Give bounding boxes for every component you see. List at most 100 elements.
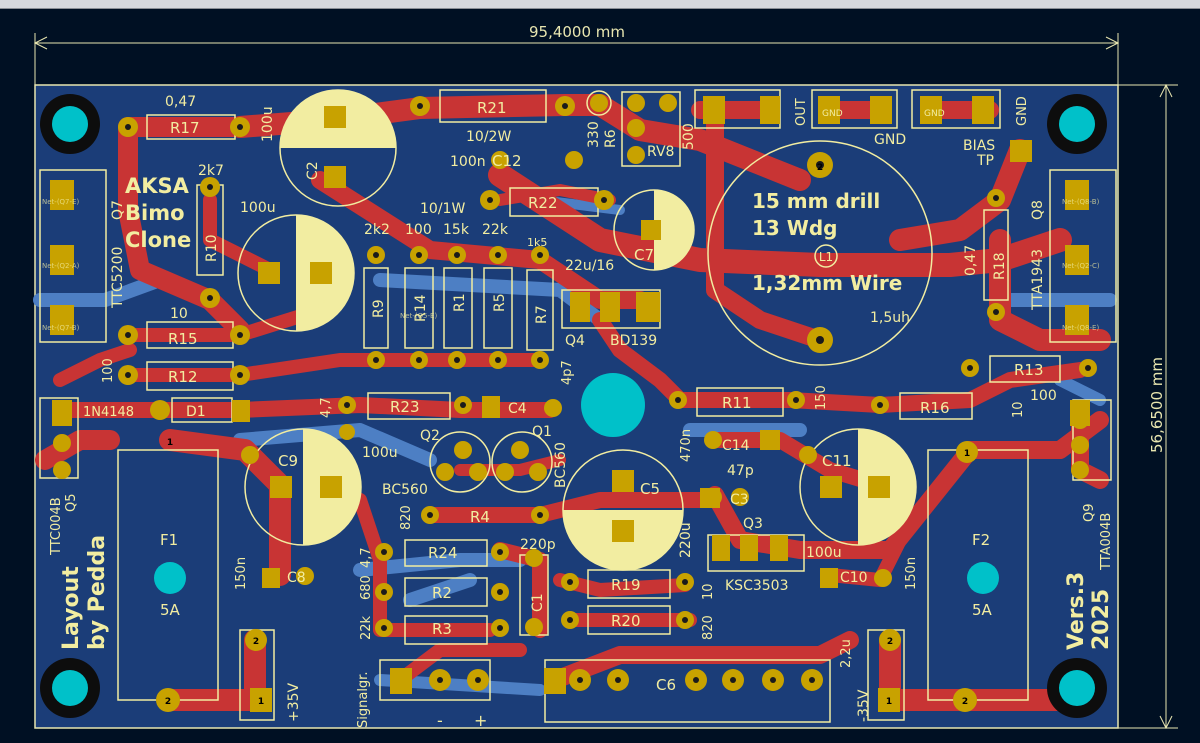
label: 1k5 — [527, 236, 547, 249]
author-block: Layout by Pedda — [59, 535, 110, 650]
label: 0,47 — [963, 245, 979, 276]
title-line3: Clone — [125, 228, 191, 252]
width-label: 95,4000 mm — [529, 23, 625, 41]
label: 2,2u — [839, 639, 854, 668]
label: R7 — [534, 305, 550, 324]
label: 100u — [806, 545, 842, 561]
pin-number: 2 — [962, 697, 968, 707]
label: 4p7 — [560, 360, 575, 385]
label: 22u/16 — [565, 258, 614, 274]
label: 10/2W — [466, 129, 511, 145]
pin-number: 2 — [887, 637, 893, 647]
toolbar-strip — [0, 0, 1200, 9]
electrolytic-c7[interactable] — [613, 189, 695, 271]
label: C10 — [840, 570, 868, 586]
label: 100u — [260, 106, 276, 142]
label: +35V — [286, 682, 302, 722]
label: Q9 — [1082, 503, 1097, 522]
label: + — [474, 711, 487, 730]
label: 2k2 — [364, 222, 390, 238]
silkscreen-outlines — [39, 89, 1117, 723]
label: Q4 — [565, 333, 585, 349]
label: 100 — [405, 222, 432, 238]
label: C4 — [508, 401, 527, 417]
author-line1: Layout — [59, 566, 84, 650]
label: R12 — [168, 368, 198, 386]
net-label: Net-(Q5-E) — [400, 312, 437, 320]
through-hole-pads[interactable] — [53, 94, 1097, 712]
label: 15k — [443, 222, 470, 238]
label: GND — [822, 109, 843, 119]
label: Q5 — [64, 493, 79, 512]
label: RV8 — [647, 144, 674, 160]
label: 820 — [399, 505, 414, 530]
label: GND — [1015, 96, 1030, 126]
pin-number: 1 — [167, 438, 173, 448]
label: 470n — [679, 429, 694, 462]
square-pads[interactable] — [50, 96, 1090, 712]
height-label: 56,6500 mm — [1148, 357, 1166, 453]
inductor-l1[interactable]: 15 mm drill 13 Wdg L1 1,32mm Wire 1,5uh — [752, 189, 910, 326]
label: 100 — [1030, 388, 1057, 404]
label: 820 — [701, 615, 716, 640]
label: R4 — [470, 508, 490, 526]
label: 100u — [240, 200, 276, 216]
label: 680 — [359, 575, 374, 600]
pin-number: 2 — [253, 637, 259, 647]
label: R19 — [611, 576, 641, 594]
version-block: Vers.3 2025 — [1064, 572, 1114, 650]
label: BD139 — [610, 333, 657, 349]
label: 22k — [359, 615, 374, 640]
label: -35V — [856, 689, 872, 722]
net-label: Net-(Q7-B) — [42, 324, 80, 332]
title-line1: AKSA — [125, 174, 190, 198]
label: R23 — [390, 398, 420, 416]
label: GND — [874, 132, 906, 148]
label: R13 — [1014, 361, 1044, 379]
label: TTC004B — [49, 497, 64, 556]
label: 47p — [727, 463, 754, 479]
label: R20 — [611, 612, 641, 630]
net-label: Net-(Q7-E) — [42, 198, 79, 206]
dimension-width: 95,4000 mm — [33, 23, 1120, 90]
label: R18 — [992, 252, 1008, 280]
inductor-line1: 15 mm drill — [752, 189, 880, 213]
transistor-q2[interactable] — [429, 431, 491, 493]
author-line2: by Pedda — [85, 535, 110, 650]
inductor-value: 1,5uh — [870, 310, 910, 326]
label: - — [437, 711, 443, 730]
mounting-holes — [40, 94, 1107, 718]
inductor-line2: 13 Wdg — [752, 216, 838, 240]
label: TP — [976, 153, 994, 169]
version-line1: Vers.3 — [1064, 572, 1089, 650]
label: 4,7 — [359, 547, 374, 568]
label: R6 — [603, 129, 619, 148]
label: C5 — [640, 480, 660, 498]
label: 150n — [904, 557, 919, 590]
label: R11 — [722, 394, 752, 412]
pin-number: 1 — [886, 697, 892, 707]
label: 500 — [681, 123, 697, 150]
label: Q1 — [532, 424, 552, 440]
label: 5A — [972, 601, 993, 619]
label: Q3 — [743, 516, 763, 532]
label: Q2 — [420, 428, 440, 444]
label: C13 — [297, 294, 327, 312]
label: C7 — [634, 246, 654, 264]
transistor-q1[interactable] — [491, 431, 553, 493]
pin-number: 1 — [258, 697, 264, 707]
label: R21 — [477, 99, 507, 117]
label: TTC5200 — [110, 247, 126, 309]
label: 150n — [234, 557, 249, 590]
label: C6 — [656, 676, 676, 694]
label: R10 — [204, 234, 220, 262]
label: 220u — [678, 522, 694, 558]
net-label: Net-(Q8-E) — [1062, 324, 1099, 332]
label: R17 — [170, 119, 200, 137]
dimension-height: 56,6500 mm — [1118, 83, 1178, 730]
label: GND — [924, 109, 945, 119]
net-label: Net-(Q8-B) — [1062, 198, 1100, 206]
label: 100 — [101, 358, 116, 383]
label: D1 — [186, 404, 206, 420]
